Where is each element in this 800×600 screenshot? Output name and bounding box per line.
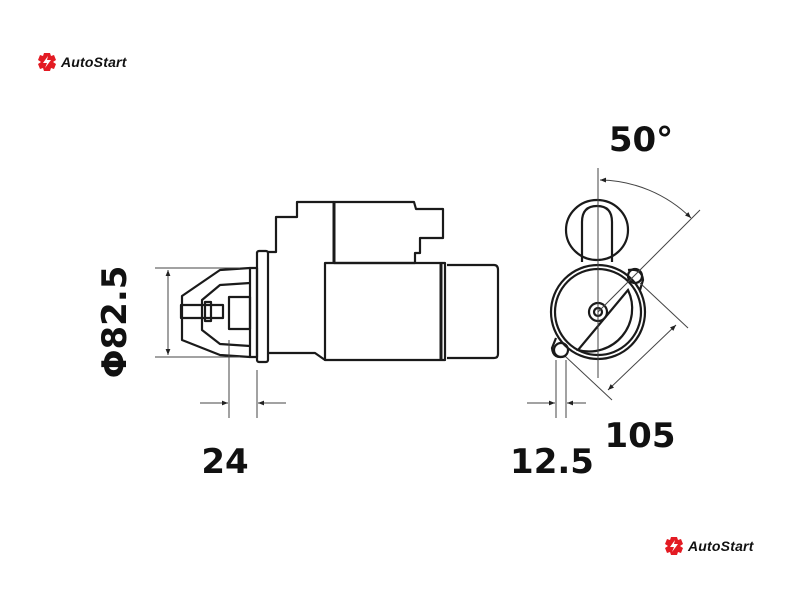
drive-housing	[268, 200, 334, 254]
side-view	[179, 200, 500, 364]
pinion-collar	[203, 300, 213, 323]
end-cap	[447, 263, 500, 360]
brand-name: AutoStart	[61, 54, 127, 70]
diameter-label: Φ82.5	[95, 266, 135, 379]
gear-bolt-icon	[38, 53, 56, 71]
brand-logo-top: AutoStart	[37, 52, 127, 72]
motor-body	[323, 261, 447, 362]
solenoid	[332, 200, 445, 265]
drive-housing-bottom	[268, 351, 326, 361]
pinion-offset-label: 24	[201, 442, 248, 482]
brand-name: AutoStart	[688, 538, 754, 554]
solenoid-lug	[564, 198, 630, 262]
gear-bolt-icon	[665, 537, 683, 555]
angle-label: 50°	[609, 120, 673, 160]
mounting-flange	[255, 249, 270, 364]
nose-housing	[180, 266, 251, 359]
bolt-hole	[626, 267, 644, 285]
brand-logo-bottom: AutoStart	[664, 536, 754, 556]
bolt-spacing-label: 105	[605, 416, 676, 456]
end-dimensions	[527, 168, 701, 418]
bolt-hole	[552, 341, 570, 359]
side-dimensions	[155, 267, 286, 418]
nose-inner	[200, 281, 251, 348]
flange-thickness-label: 12.5	[510, 442, 594, 482]
pinion-gear	[227, 295, 252, 331]
lug-slot	[580, 204, 614, 262]
pinion-shaft	[179, 303, 225, 320]
